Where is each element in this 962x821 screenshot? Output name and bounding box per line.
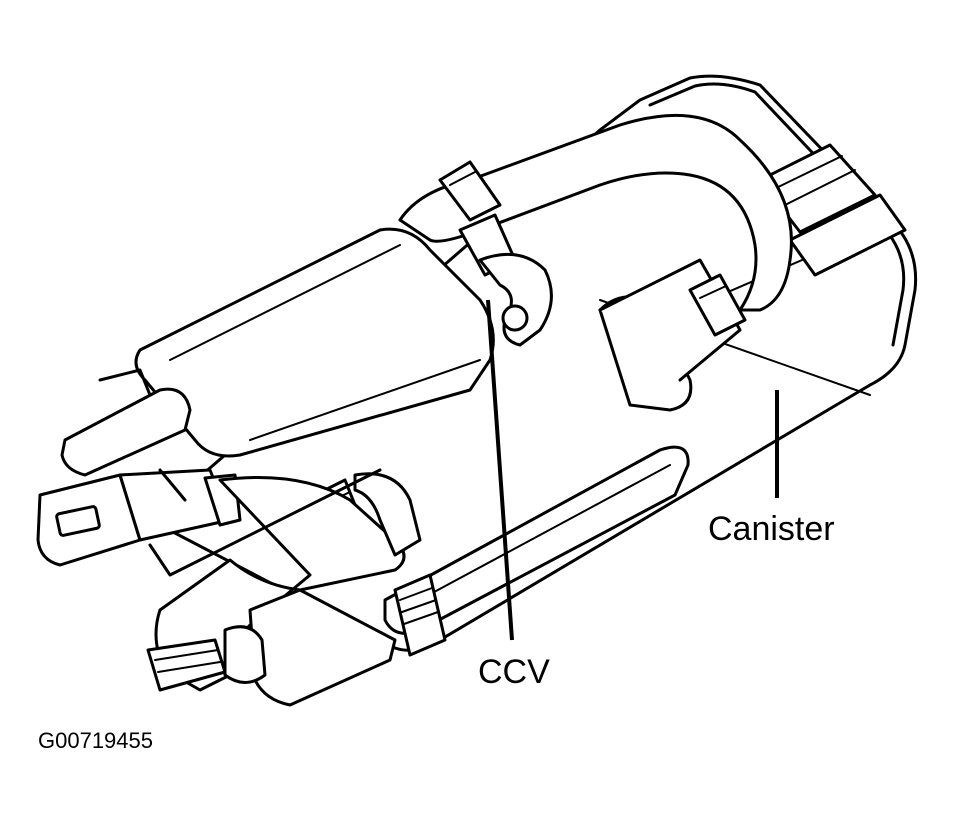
figure-id: G00719455 xyxy=(38,728,153,753)
lower-left-clamp xyxy=(146,638,227,692)
lower-cylinder xyxy=(223,588,397,707)
canister-label: Canister xyxy=(708,510,835,548)
ccv-leader-line xyxy=(486,299,514,641)
canister-bracket xyxy=(383,445,690,657)
ccv-label: CCV xyxy=(478,653,550,691)
upper-hose-loop xyxy=(398,113,793,312)
canister-strap xyxy=(758,143,907,277)
left-inlet-pipe xyxy=(60,368,192,477)
front-bracket-tab xyxy=(148,468,382,577)
ccv-elbow xyxy=(478,252,553,347)
left-connector xyxy=(36,468,242,567)
lower-hose xyxy=(154,472,422,692)
